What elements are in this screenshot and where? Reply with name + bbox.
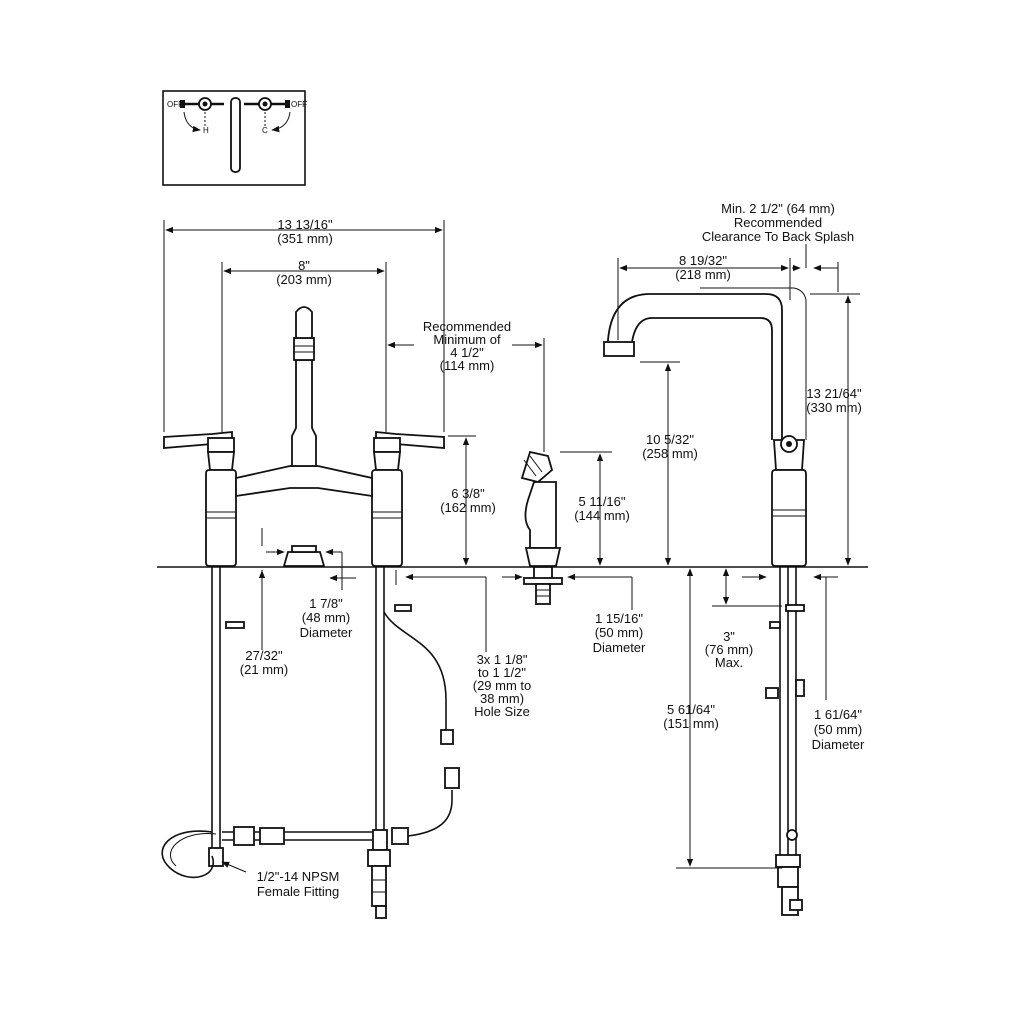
hole-size-line5: Hole Size [474,704,530,719]
spout-column [291,359,317,467]
aerator [603,341,635,357]
base-thickness-metric: (21 mm) [240,662,288,677]
faucet-side-view [603,287,807,916]
sprayer-height-metric: (144 mm) [574,508,630,523]
dimension-labels: 13 13/16" (351 mm) 8" (203 mm) Recommend… [240,201,865,899]
min-spacing-line2: Minimum of [433,332,501,347]
shank-diameter-imperial: 1 61/64" [814,707,862,722]
hole-size-line1: 3x 1 1/8" [477,652,528,667]
legend-off-left: OFF [167,100,183,109]
spout-reach-imperial: 8 19/32" [679,253,727,268]
base-escutcheon [282,551,326,567]
supply-hose-coil [161,830,215,879]
back-splash-line1: Min. 2 1/2" (64 mm) [721,201,835,216]
overall-width-metric: (351 mm) [277,231,333,246]
back-splash-line2: Recommended [734,215,822,230]
deck-thickness-metric: (76 mm) [705,642,753,657]
spout-arc [607,293,783,440]
handle-orientation-legend: OFF OFF H C [162,90,307,186]
base-diameter-imperial: 1 7/8" [309,596,343,611]
faucet-front-view [161,306,460,919]
base-diameter-metric: (48 mm) [302,610,350,625]
base-diameter-label: Diameter [300,625,353,640]
min-spacing-line3: 4 1/2" [450,345,484,360]
fitting-line2: Female Fitting [257,884,339,899]
spout-tip [295,306,313,339]
hole-size-line3: (29 mm to [473,678,532,693]
deck-thickness-imperial: 3" [723,629,735,644]
diverter-fitting [371,865,387,907]
total-height-metric: (330 mm) [806,400,862,415]
shank-length-imperial: 5 61/64" [667,702,715,717]
hole-size-line2: to 1 1/2" [478,665,526,680]
back-splash-line3: Clearance To Back Splash [702,229,854,244]
spout-height-imperial: 10 5/32" [646,432,694,447]
sprayer-base-imperial: 1 15/16" [595,611,643,626]
legend-off-right: OFF [291,100,307,109]
base-thickness-imperial: 27/32" [245,648,283,663]
spout-top-view-icon [230,97,241,173]
bridge [235,465,373,498]
deck-thickness-label: Max. [715,655,743,670]
center-width-metric: (203 mm) [276,272,332,287]
side-valve-body [771,469,807,567]
legend-cold: C [262,126,268,135]
min-spacing-line1: Recommended [423,319,511,334]
min-spacing-line4: (114 mm) [440,358,495,373]
sprayer-base-label: Diameter [593,640,646,655]
side-sprayer [520,450,563,605]
shank-diameter-label: Diameter [812,737,865,752]
dimension-lines [163,220,860,873]
shank-diameter-metric: (50 mm) [814,722,862,737]
sprayer-body [524,481,557,549]
hole-size-line4: 38 mm) [480,691,524,706]
sprayer-height-imperial: 5 11/16" [578,494,625,509]
handle-height-imperial: 6 3/8" [451,486,485,501]
shank-length-metric: (151 mm) [663,716,719,731]
legend-hot: H [203,126,209,135]
center-width-imperial: 8" [298,258,310,273]
sprayer-hose [383,611,447,730]
sprayer-head [520,450,554,483]
spout-height-metric: (258 mm) [642,446,698,461]
total-height-imperial: 13 21/64" [806,386,862,401]
fitting-line1: 1/2"-14 NPSM [257,869,340,884]
spout-reach-metric: (218 mm) [675,267,731,282]
sprayer-base-metric: (50 mm) [595,625,643,640]
overall-width-imperial: 13 13/16" [277,217,333,232]
handle-height-metric: (162 mm) [440,500,496,515]
